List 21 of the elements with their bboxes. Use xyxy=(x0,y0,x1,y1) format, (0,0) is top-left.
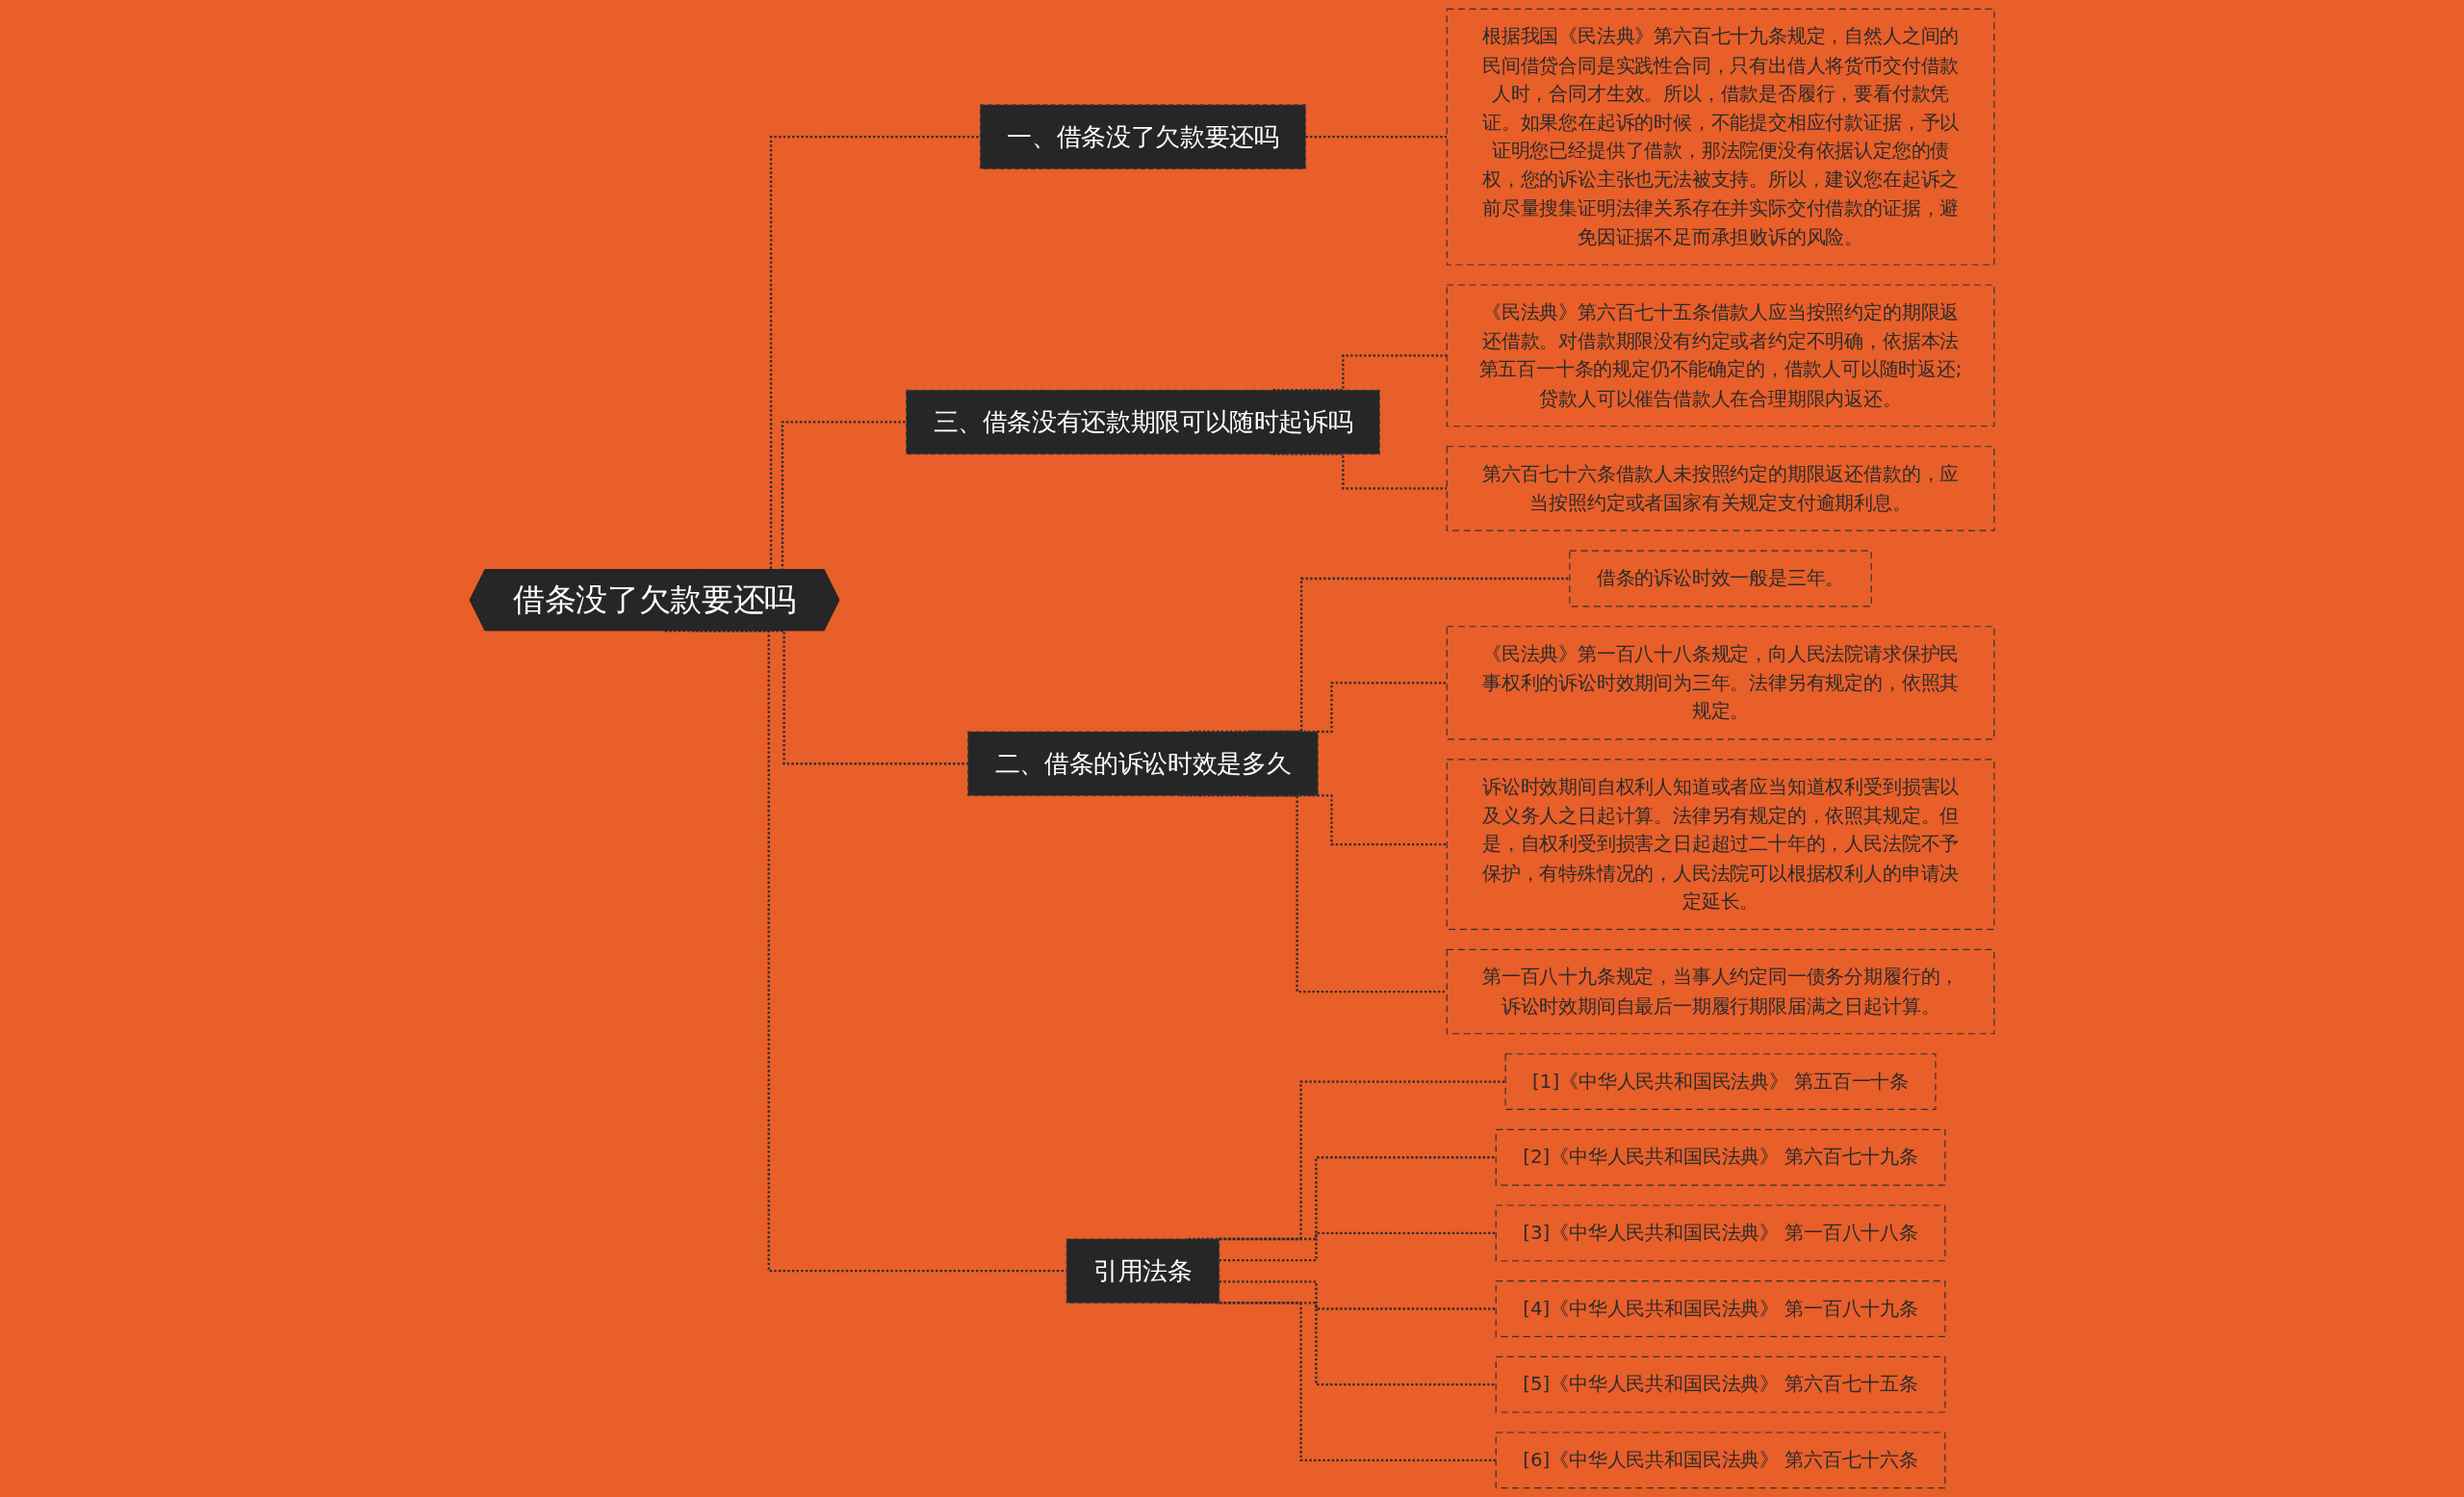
node-box: [5]《中华人民共和国民法典》 第六百七十五条 xyxy=(1495,1355,1946,1413)
node-box: 第一百八十九条规定，当事人约定同一债务分期履行的，诉讼时效期间自最后一期履行期限届满之日起计算。 xyxy=(1446,948,1995,1035)
node-box: [2]《中华人民共和国民法典》 第六百七十九条 xyxy=(1495,1128,1946,1186)
node-box: 一、借条没了欠款要还吗 xyxy=(979,104,1306,169)
connector xyxy=(1249,682,1448,734)
node-box: [4]《中华人民共和国民法典》 第一百八十九条 xyxy=(1495,1280,1946,1337)
node-box: 借条的诉讼时效一般是三年。 xyxy=(1569,550,1872,607)
node-box: 根据我国《民法典》第六百七十九条规定，自然人之间的民间借贷合同是实践性合同，只有出借人将货币交付借款人时，合同才生效。所以，借款是否履行，要看付款凭证。如果您在起诉的时候，不能提交相应付款证据，予以证明您已经提供了借款，那法院便没有依据认定您的债权，您的诉讼主张也无法被支持。所以，建议您在起诉之前尽量搜集证明法律关系存在并实际交付借款的证据，避免因证据不足而承担败诉的风险。 xyxy=(1446,8,1995,266)
node-box: 《民法典》第一百八十八条规定，向人民法院请求保护民事权利的诉讼时效期间为三年。法律另有规定的，依照其规定。 xyxy=(1446,626,1995,740)
node-box: 第六百七十六条借款人未按照约定的期限返还借款的，应当按照约定或者国家有关规定支付逾期利息。 xyxy=(1446,446,1995,531)
node-box: 《民法典》第六百七十五条借款人应当按照约定的期限返还借款。对借款期限没有约定或者约定不明确，依据本法第五百一十条的规定仍不能确定的，借款人可以随时返还;贷款人可以催告借款人在合理期限内返还。 xyxy=(1446,284,1995,427)
node-box: [1]《中华人民共和国民法典》 第五百一十条 xyxy=(1504,1053,1937,1110)
node-box: 二、借条的诉讼时效是多久 xyxy=(967,731,1319,797)
node-box: 引用法条 xyxy=(1065,1238,1220,1303)
connector xyxy=(1189,577,1570,734)
connector xyxy=(1219,1302,1497,1386)
node-box: [3]《中华人民共和国民法典》 第一百八十八条 xyxy=(1495,1204,1946,1262)
node-box: [6]《中华人民共和国民法典》 第六百七十六条 xyxy=(1495,1432,1946,1489)
node-box: 诉讼时效期间自权利人知道或者应当知道权利受到损害以及义务人之日起计算。法律另有规定的，依照其规定。但是，自权利受到损害之日起超过二十年的，人民法院不予保护，有特殊情况的，人民法院可以根据权利人的申请决定延长。 xyxy=(1446,759,1995,930)
connector xyxy=(1219,1156,1497,1241)
node-box: 三、借条没有还款期限可以随时起诉吗 xyxy=(905,389,1380,455)
